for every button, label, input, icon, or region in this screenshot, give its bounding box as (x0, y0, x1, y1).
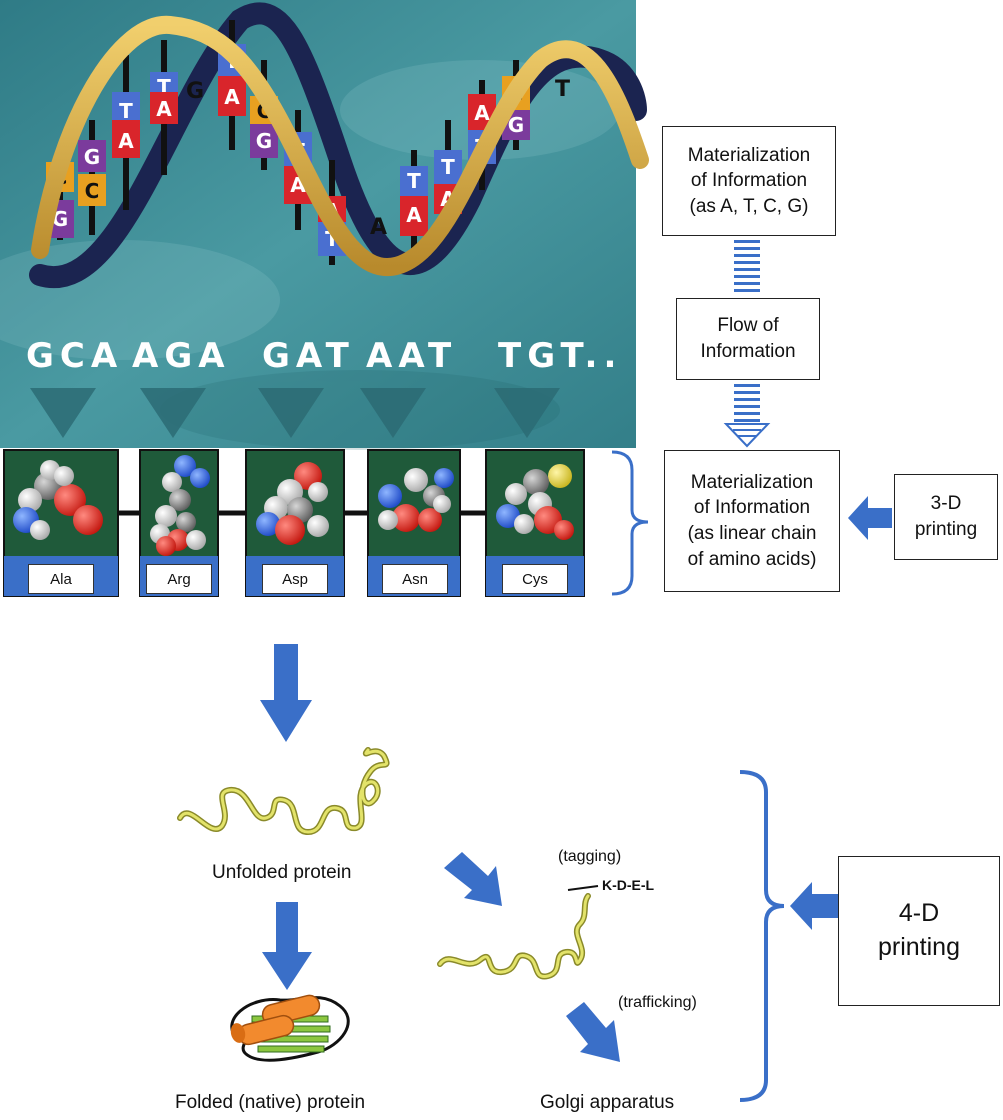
svg-text:G: G (84, 145, 100, 169)
codon-1: GCA (26, 336, 124, 376)
svg-text:T: T (555, 77, 570, 102)
svg-text:T: T (407, 169, 421, 193)
aa-bracket (611, 450, 649, 596)
svg-text:T: T (441, 155, 455, 179)
arrow-to-unfolded (260, 644, 312, 742)
svg-text:A: A (370, 215, 387, 240)
big-bracket (739, 770, 785, 1102)
box-info-atcg: Materialization of Information (as A, T,… (662, 126, 836, 236)
label-kdel: K-D-E-L (602, 877, 655, 893)
box-3d-printing: 3-D printing (894, 474, 998, 560)
codon-4: AAT (366, 336, 458, 376)
box-info-chain-text: Materialization of Information (as linea… (687, 471, 817, 570)
svg-text:C: C (85, 179, 100, 203)
codon-5: TGT.. (498, 336, 623, 376)
svg-text:A: A (156, 97, 172, 121)
dna-loose-bases: G A T (186, 77, 570, 240)
box-4d-printing: 4-D printing (838, 856, 1000, 1006)
aa-label-ala: Ala (28, 564, 94, 594)
label-golgi: Golgi apparatus (540, 1092, 675, 1113)
arrow-to-golgi (566, 1002, 620, 1062)
svg-text:G: G (508, 113, 524, 137)
unfolded-protein-shape (177, 747, 390, 836)
aa-label-asp: Asp (262, 564, 328, 594)
box-3d-printing-text: 3-D printing (914, 493, 978, 540)
box-flow: Flow of Information (676, 298, 820, 380)
arrow-4d-printing (790, 882, 838, 930)
label-unfolded-protein: Unfolded protein (212, 862, 352, 883)
tagged-protein-highlight (438, 894, 590, 978)
unfolded-protein-highlight (178, 748, 389, 834)
aa-label-asn: Asn (382, 564, 448, 594)
arrow-to-tagging (444, 852, 502, 906)
svg-text:T: T (119, 99, 133, 123)
box-flow-text: Flow of Information (700, 315, 796, 362)
svg-text:A: A (474, 101, 490, 125)
arrow-to-folded (262, 902, 312, 990)
label-trafficking: (trafficking) (618, 994, 697, 1011)
codon-pointers (30, 388, 560, 438)
flow-arrow (723, 240, 771, 448)
dna-strand-front (31, 15, 649, 276)
codon-3: GAT (262, 336, 355, 376)
box-info-atcg-text: Materialization of Information (as A, T,… (687, 144, 811, 217)
svg-text:A: A (224, 85, 240, 109)
aa-label-arg: Arg (146, 564, 212, 594)
svg-text:A: A (118, 129, 134, 153)
label-tagging: (tagging) (558, 848, 622, 865)
codon-2: AGA (132, 336, 231, 376)
folded-protein-shape (230, 994, 350, 1062)
kdel-pointer (567, 885, 599, 891)
svg-text:G: G (186, 79, 204, 104)
arrow-3d-printing (848, 496, 892, 540)
dna-panel-texture (0, 60, 620, 450)
aa-label-cys: Cys (502, 564, 568, 594)
svg-text:G: G (256, 129, 272, 153)
box-4d-printing-text: 4-D printing (878, 899, 960, 961)
box-info-chain: Materialization of Information (as linea… (664, 450, 840, 592)
label-folded-protein: Folded (native) protein (175, 1092, 366, 1113)
svg-text:A: A (406, 203, 422, 227)
aa-panel-ala (3, 449, 119, 597)
